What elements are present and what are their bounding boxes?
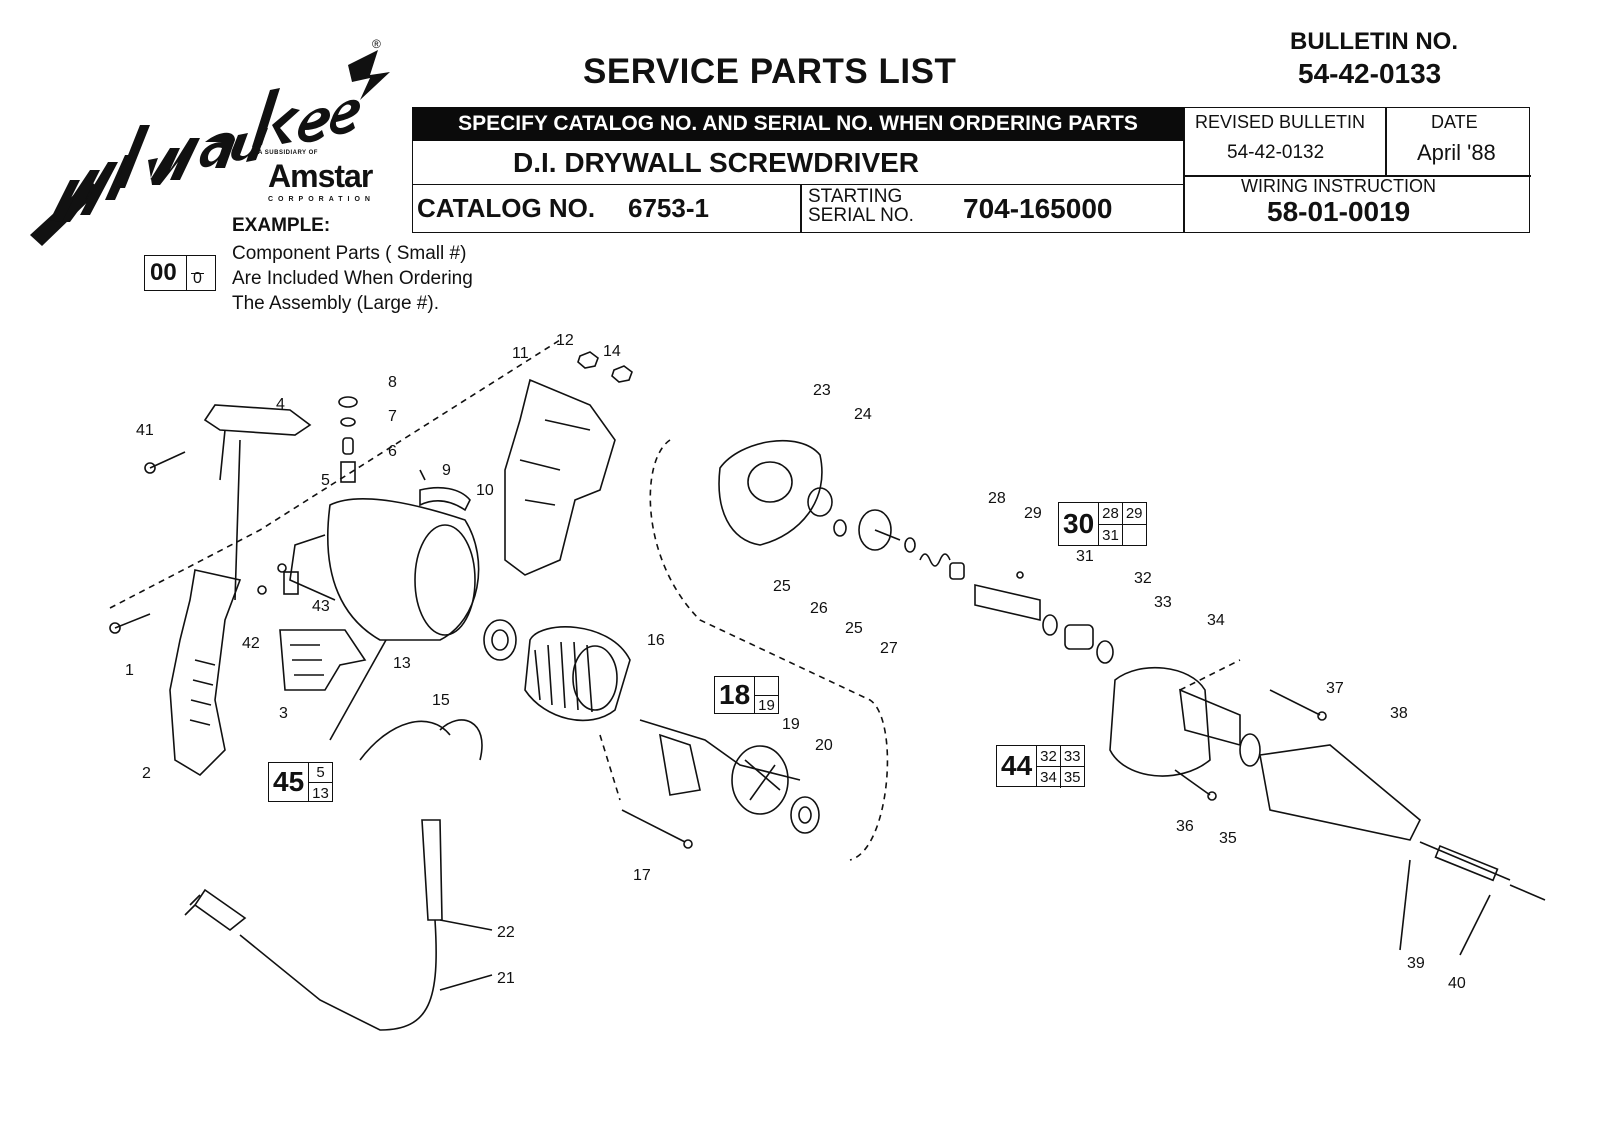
example-assembly-box: 00 0 — [144, 255, 216, 291]
callout: 22 — [497, 924, 515, 941]
subsidiary-text: A SUBSIDIARY OF — [258, 150, 318, 156]
assembly-box: 30 28 29 31 — [1058, 502, 1147, 546]
callout: 21 — [497, 970, 515, 987]
revised-bulletin-label: REVISED BULLETIN — [1195, 112, 1366, 132]
milwaukee-logo: ® — [30, 37, 390, 246]
callout: 24 — [854, 406, 872, 423]
callout: 17 — [633, 867, 651, 884]
callout: 28 — [988, 490, 1006, 507]
callout: 27 — [880, 640, 898, 657]
example-small-number: 0 — [186, 256, 208, 290]
callout: 10 — [476, 482, 494, 499]
component-number: 31 — [1099, 525, 1123, 545]
divider — [1385, 108, 1387, 175]
bulletin-number: 54-42-0133 — [1298, 58, 1442, 89]
callout: 8 — [388, 374, 397, 391]
callout: 9 — [442, 462, 451, 479]
callout: 25 — [845, 620, 863, 637]
corporation-text: CORPORATION — [268, 196, 375, 203]
component-number: 29 — [1122, 503, 1146, 525]
callout: 41 — [136, 422, 154, 439]
callout: 2 — [142, 765, 151, 782]
amstar-logo: Amstar — [268, 158, 373, 194]
callout: 20 — [815, 737, 833, 754]
assembly-number: 44 — [997, 746, 1038, 786]
date-value: April '88 — [1417, 140, 1496, 165]
callout: 23 — [813, 382, 831, 399]
callout: 7 — [388, 408, 397, 425]
assembly-number: 18 — [715, 677, 756, 713]
callout: 38 — [1390, 705, 1408, 722]
catalog-label: CATALOG NO. — [417, 193, 596, 223]
callout: 26 — [810, 600, 828, 617]
callout: 39 — [1407, 955, 1425, 972]
callout: 12 — [556, 332, 574, 349]
example-big-number: 00 — [150, 259, 177, 286]
callout: 19 — [782, 716, 800, 733]
serial-number: 704-165000 — [963, 193, 1113, 224]
callout: 15 — [432, 692, 450, 709]
revised-bulletin-number: 54-42-0132 — [1227, 142, 1325, 163]
component-number: 35 — [1063, 769, 1081, 786]
specify-notice: SPECIFY CATALOG NO. AND SERIAL NO. WHEN … — [412, 107, 1184, 141]
component-number: 34 — [1037, 767, 1061, 788]
example-title: EXAMPLE: — [232, 215, 331, 236]
callout: 31 — [1076, 548, 1094, 565]
assembly-number: 45 — [269, 763, 310, 801]
wiring-instruction-number: 58-01-0019 — [1267, 196, 1411, 227]
date-label: DATE — [1431, 112, 1478, 132]
catalog-number: 6753-1 — [628, 193, 709, 223]
example-line-3: The Assembly (Large #). — [232, 293, 439, 314]
component-number: 32 — [1037, 746, 1061, 767]
callout: 33 — [1154, 594, 1172, 611]
page-title: SERVICE PARTS LIST — [583, 52, 957, 91]
registered-mark: ® — [372, 37, 381, 51]
callout: 36 — [1176, 818, 1194, 835]
callout: 34 — [1207, 612, 1225, 629]
callout: 42 — [242, 635, 260, 652]
callout: 5 — [321, 472, 330, 489]
component-number: 33 — [1060, 746, 1084, 767]
bulletin-info-grid: REVISED BULLETIN 54-42-0132 DATE April '… — [1184, 107, 1531, 233]
callout: 25 — [773, 578, 791, 595]
callout: 37 — [1326, 680, 1344, 697]
callout: 13 — [393, 655, 411, 672]
assembly-box: 44 32 33 34 35 — [996, 745, 1085, 788]
callout: 32 — [1134, 570, 1152, 587]
starting-serial-label: STARTING SERIAL NO. — [808, 186, 914, 226]
callout: 35 — [1219, 830, 1237, 847]
callout: 4 — [276, 396, 285, 413]
divider — [800, 185, 802, 233]
callout: 3 — [279, 705, 288, 722]
divider — [1185, 175, 1531, 177]
callout: 1 — [125, 662, 134, 679]
component-number: 5 — [309, 763, 332, 783]
example-line-1: Component Parts ( Small #) — [232, 243, 467, 264]
callout: 14 — [603, 343, 621, 360]
product-name: D.I. DRYWALL SCREWDRIVER — [412, 141, 1184, 185]
callout: 40 — [1448, 975, 1466, 992]
callout: 29 — [1024, 505, 1042, 522]
example-line-2: Are Included When Ordering — [232, 268, 473, 289]
callout: 16 — [647, 632, 665, 649]
component-number: 28 — [1099, 503, 1123, 525]
assembly-number: 30 — [1059, 503, 1100, 545]
callout: 11 — [512, 345, 529, 362]
component-number: 13 — [312, 784, 329, 802]
callout: 43 — [312, 598, 330, 615]
catalog-row: CATALOG NO. 6753-1 STARTING SERIAL NO. 7… — [412, 185, 1184, 233]
component-number: 19 — [758, 697, 775, 714]
assembly-box: 45 5 13 — [268, 762, 333, 802]
callout: 6 — [388, 443, 397, 460]
wiring-instruction-label: WIRING INSTRUCTION — [1241, 176, 1436, 196]
bulletin-label: BULLETIN NO. — [1290, 28, 1458, 55]
component-number — [755, 677, 778, 696]
assembly-box: 18 19 — [714, 676, 779, 714]
